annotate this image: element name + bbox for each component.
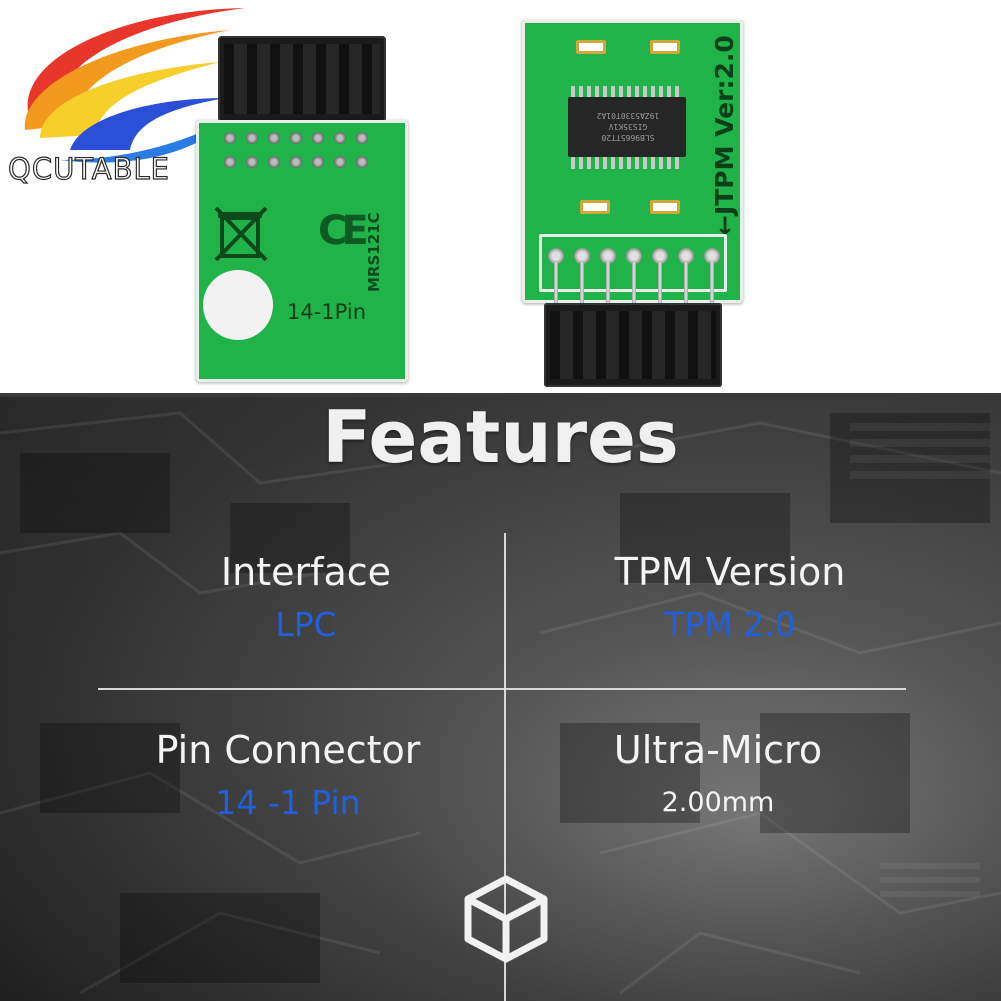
feature-value: TPM 2.0	[664, 605, 796, 644]
left-module-pin-row-bottom	[224, 156, 368, 168]
feature-pin-connector: Pin Connector 14 -1 Pin	[78, 725, 498, 827]
chip-marking: SLB9665TT20 GIS35K1V 19ZA5330T01A2	[596, 111, 660, 142]
circuit-background	[0, 411, 1001, 995]
feature-value: 14 -1 Pin	[215, 783, 361, 822]
right-module-connector	[544, 303, 722, 387]
jtpm-silkscreen: ←JTPM Ver:2.0	[710, 35, 739, 236]
pin-count-silkscreen: 14-1Pin	[287, 300, 367, 324]
feature-value: 2.00mm	[661, 787, 775, 818]
smd-component	[576, 40, 606, 54]
right-module-pins	[548, 248, 720, 304]
feature-label: TPM Version	[614, 550, 846, 594]
chip-legs-top	[571, 86, 683, 98]
feature-value: LPC	[275, 605, 337, 644]
smd-component	[650, 40, 680, 54]
feature-label: Interface	[220, 550, 392, 594]
feature-label: Pin Connector	[155, 728, 421, 772]
feature-label: Ultra-Micro	[613, 728, 823, 772]
features-title: Features	[322, 395, 679, 479]
grid-divider-vertical	[504, 533, 506, 1001]
left-module-pin-row-top	[224, 132, 368, 144]
smd-component	[650, 200, 680, 214]
smd-component	[580, 200, 610, 214]
brand-logo-text: QCUTABLE	[7, 151, 170, 186]
white-label-circle	[203, 270, 273, 340]
left-module-connector	[218, 36, 386, 122]
weee-bin-icon	[214, 206, 268, 262]
features-panel: Features Interface LPC TPM Version TPM 2…	[0, 393, 1001, 1001]
feature-tpm-version: TPM Version TPM 2.0	[520, 547, 940, 649]
model-text: MRS121C	[365, 212, 383, 292]
product-photo: QCUTABLE CE MRS121C 14-1Pin	[0, 0, 1001, 393]
cube-icon	[464, 875, 548, 963]
grid-divider-horizontal	[98, 688, 906, 690]
chip-legs-bottom	[571, 157, 683, 169]
feature-ultra-micro: Ultra-Micro 2.00mm	[508, 725, 928, 827]
tpm-chip	[568, 97, 686, 157]
ce-mark: CE	[318, 208, 369, 254]
panel-top-border	[0, 393, 1001, 397]
feature-interface: Interface LPC	[96, 547, 516, 649]
